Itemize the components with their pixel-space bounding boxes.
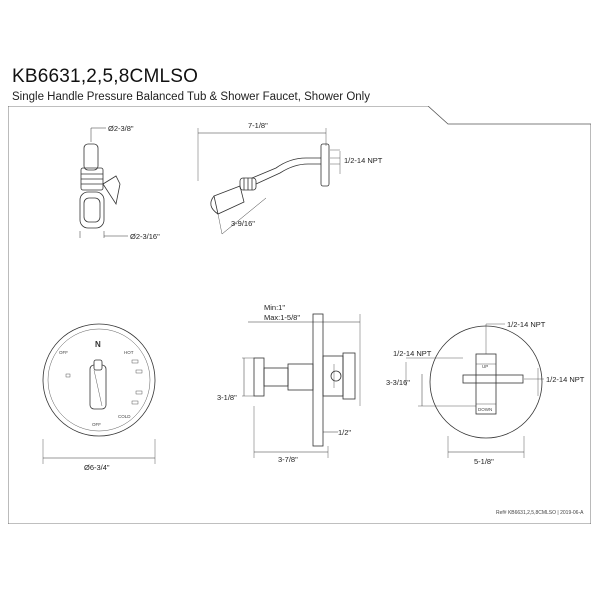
shower-head-front-view	[79, 127, 128, 238]
page-subtitle: Single Handle Pressure Balanced Tub & Sh…	[12, 91, 370, 103]
rear-right-thread-label: 1/2-14 NPT	[546, 375, 585, 384]
drawing-frame: Ø2-3/8" Ø2-3/16" 7-1/8" 1/2-14 NPT 3-9/1…	[8, 106, 591, 524]
side-arm-length-label: 7-1/8"	[248, 121, 268, 130]
valve-offset-label: 1/2"	[338, 428, 351, 437]
rear-left-thread-label: 1/2-14 NPT	[393, 349, 432, 358]
footer-ref: Ref# KB6631,2,5,8CMLSO | 2019-06-A	[496, 510, 584, 516]
rear-up-label: UP	[482, 364, 488, 369]
rear-width-label: 5-1/8"	[474, 457, 494, 466]
trim-off-label: OFF	[92, 422, 101, 427]
rear-height-label: 3-3/16"	[386, 378, 410, 387]
page-title: KB6631,2,5,8CMLSO	[12, 66, 199, 87]
rear-down-label: DOWN	[478, 407, 492, 412]
shower-head-side-view	[197, 128, 341, 235]
front-bottom-diameter-label: Ø2-3/16"	[130, 232, 160, 241]
side-drop-label: 3-9/16"	[231, 219, 255, 228]
valve-depth-label: 3-7/8"	[278, 455, 298, 464]
trim-front-view: N	[42, 323, 156, 464]
trim-diameter-label: Ø6-3/4"	[84, 463, 110, 472]
side-thread-label: 1/2-14 NPT	[344, 156, 383, 165]
front-top-diameter-label: Ø2-3/8"	[108, 124, 134, 133]
valve-min-label: Min:1"	[264, 303, 285, 312]
valve-rear-view	[405, 323, 544, 458]
svg-text:N: N	[95, 340, 101, 349]
svg-text:OFF: OFF	[59, 350, 68, 355]
trim-hot-label: HOT	[124, 350, 134, 355]
trim-cold-label: COLD	[118, 414, 131, 419]
rear-top-thread-label: 1/2-14 NPT	[507, 320, 546, 329]
valve-height-label: 3-1/8"	[217, 393, 237, 402]
valve-side-view	[242, 313, 361, 458]
valve-max-label: Max:1-5/8"	[264, 313, 300, 322]
